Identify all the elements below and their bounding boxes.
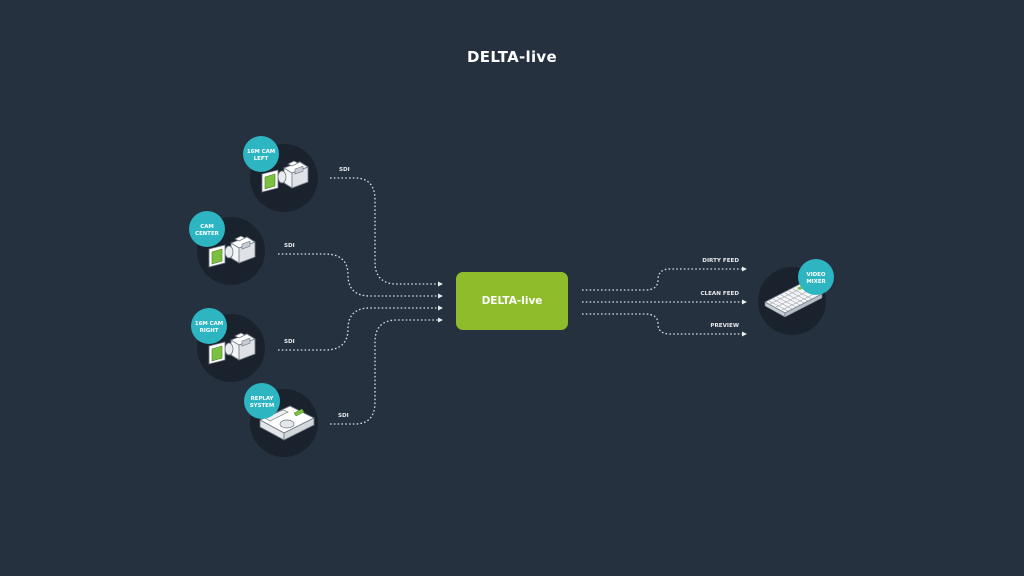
output-label-clean-feed: CLEAN FEED: [700, 291, 739, 297]
arrowhead-icon: [742, 299, 747, 305]
badge-16m-cam-right: 16M CAM RIGHT: [191, 308, 227, 344]
link-label-sdi: SDI: [338, 413, 349, 419]
svg-text:REPLAY: REPLAY: [251, 396, 274, 402]
svg-text:RIGHT: RIGHT: [200, 328, 219, 334]
hub-label: DELTA-live: [481, 295, 543, 307]
arrowhead-icon: [438, 293, 443, 299]
delta-live-hub: DELTA-live: [456, 272, 568, 330]
badge-cam-center: CAM CENTER: [189, 211, 225, 247]
svg-text:MIXER: MIXER: [806, 279, 826, 285]
badge-16m-cam-left: 16M CAM LEFT: [243, 136, 279, 172]
link-label-sdi: SDI: [284, 339, 295, 345]
svg-text:16M CAM: 16M CAM: [195, 321, 223, 327]
connector-cam-center: [278, 253, 438, 297]
output-label-dirty-feed: DIRTY FEED: [702, 258, 739, 264]
link-label-sdi: SDI: [284, 243, 295, 249]
arrowhead-icon: [742, 331, 747, 337]
svg-text:CAM: CAM: [200, 224, 214, 230]
svg-text:LEFT: LEFT: [254, 156, 269, 162]
connector-16m-cam-left: [330, 177, 438, 285]
connector-preview: [582, 313, 742, 335]
diagram-title: DELTA-live: [467, 48, 557, 66]
svg-text:SYSTEM: SYSTEM: [250, 403, 274, 409]
arrowhead-icon: [742, 266, 747, 272]
link-label-sdi: SDI: [339, 167, 350, 173]
svg-text:CENTER: CENTER: [195, 231, 220, 237]
arrowhead-icon: [438, 317, 443, 323]
arrowhead-icon: [438, 305, 443, 311]
replay-controller-icon: [259, 405, 315, 441]
badge-replay-system: REPLAY SYSTEM: [244, 383, 280, 419]
connector-dirty-feed: [582, 268, 742, 291]
arrowhead-icon: [438, 281, 443, 287]
svg-text:16M CAM: 16M CAM: [247, 149, 275, 155]
output-label-preview: PREVIEW: [710, 323, 739, 329]
connector-16m-cam-right: [278, 307, 438, 351]
svg-text:VIDEO: VIDEO: [807, 272, 826, 278]
connector-replay-system: [330, 319, 438, 425]
badge-video-mixer: VIDEO MIXER: [798, 259, 834, 295]
